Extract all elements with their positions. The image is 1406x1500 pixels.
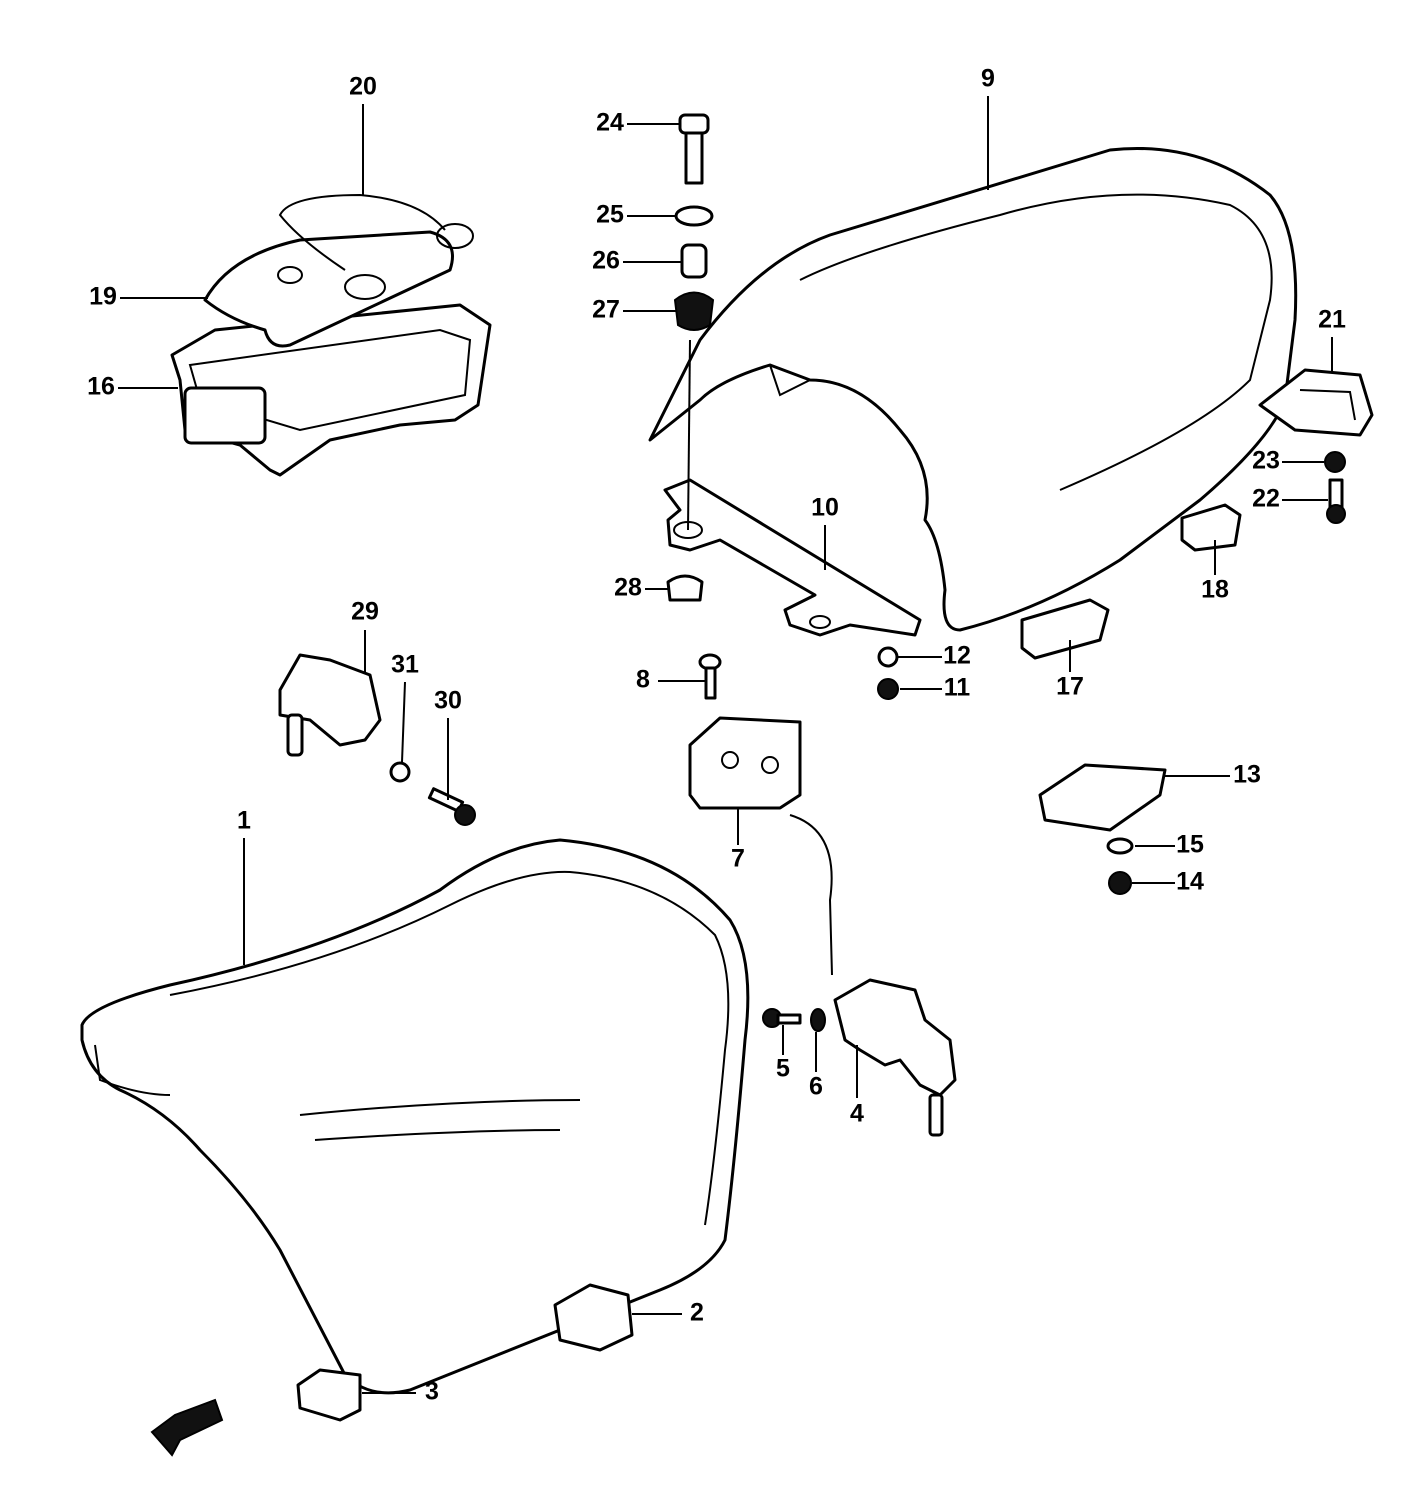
part-3-cushion [296,1368,362,1422]
part-label-24: 24 [596,109,624,137]
part-7-lock-plate [688,716,833,976]
part-label-27: 27 [592,296,620,324]
part-label-19: 19 [89,283,117,311]
part-label-7: 7 [731,845,745,873]
part-21-hook [1258,368,1374,437]
part-label-9: 9 [981,65,995,93]
front-direction-arrow-icon [150,1398,224,1457]
part-label-5: 5 [776,1055,790,1083]
part-label-8: 8 [636,666,650,694]
part-8-screw [698,653,722,700]
part-27-grommet [673,291,715,331]
part-25-washer [674,205,714,227]
part-label-1: 1 [237,807,251,835]
part-22-bolt [1326,478,1346,524]
part-label-25: 25 [596,201,624,229]
part-label-6: 6 [809,1073,823,1101]
part-6-washer [810,1008,826,1032]
part-17-cushion [1020,598,1110,660]
part-label-23: 23 [1252,447,1280,475]
part-15-washer [1106,837,1134,855]
leader-line-31 [401,681,406,763]
part-label-29: 29 [351,598,379,626]
assembly-line [687,339,691,531]
part-1-front-seat [80,838,750,1395]
part-11-nut [877,678,899,700]
part-label-28: 28 [614,574,642,602]
part-label-20: 20 [349,73,377,101]
part-16-tray [170,303,492,477]
part-2-cushion [553,1283,634,1352]
part-label-15: 15 [1176,831,1204,859]
part-label-31: 31 [391,651,419,679]
part-label-13: 13 [1233,761,1261,789]
part-20-cord [278,193,474,300]
part-23-nut [1324,451,1346,473]
part-28-nut [666,574,704,602]
part-label-3: 3 [425,1378,439,1406]
part-label-4: 4 [850,1100,864,1128]
part-label-10: 10 [811,494,839,522]
leader-lines [118,96,1333,1394]
part-label-14: 14 [1176,868,1204,896]
part-19-cover [203,230,454,348]
part-13-plate [1038,763,1167,832]
part-24-bolt [678,113,710,185]
part-10-bracket [663,478,922,637]
part-label-17: 17 [1056,673,1084,701]
part-label-16: 16 [87,373,115,401]
part-label-26: 26 [592,247,620,275]
part-5-screw [762,1008,802,1028]
part-labels: 1234567891011121314151617181920212223242… [87,65,1346,1406]
part-26-collar [680,243,708,279]
part-label-30: 30 [434,687,462,715]
part-label-11: 11 [944,674,971,702]
part-label-2: 2 [690,1299,704,1327]
part-31-washer [389,761,411,783]
part-14-nut [1108,871,1132,895]
part-label-22: 22 [1252,485,1280,513]
part-29-lock [278,653,382,757]
part-12-washer [877,646,899,668]
part-30-bolt [427,787,476,826]
part-label-21: 21 [1318,306,1346,334]
part-18-cushion [1180,503,1242,552]
part-label-12: 12 [943,642,971,670]
part-label-18: 18 [1201,576,1229,604]
part-4-seat-lock [833,978,957,1137]
part-9-rear-seat [648,146,1298,632]
